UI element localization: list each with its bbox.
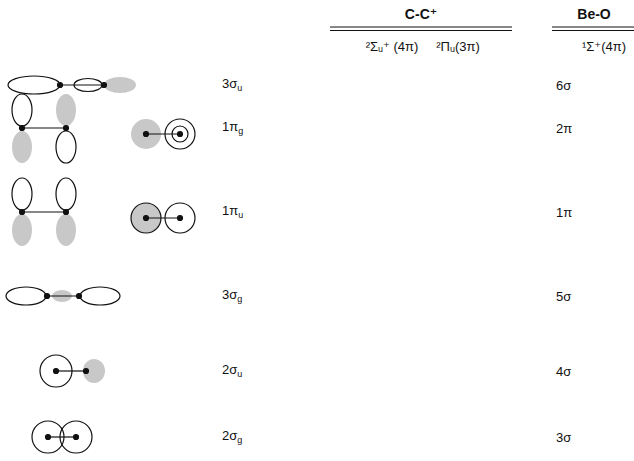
orbital-label: 2σu xyxy=(222,363,242,379)
orbital-name: 1π xyxy=(222,119,238,134)
header-rules xyxy=(330,27,634,31)
orbital-sketch xyxy=(6,287,120,305)
orbital-name: 3σ xyxy=(222,76,237,91)
orbital-label: 4σ xyxy=(556,365,571,378)
orbital-label: 3σu xyxy=(222,77,242,93)
orbital-label: 3σg xyxy=(222,288,242,304)
symmetry-subscript: g xyxy=(237,294,242,304)
molecule-heading: C-C⁺ xyxy=(405,7,437,21)
orbital-label: 5σ xyxy=(556,290,571,303)
symmetry-subscript: u xyxy=(237,369,242,379)
orbital-sketch xyxy=(8,76,136,94)
orbital-name: 2σ xyxy=(222,362,237,377)
orbital-name: 2σ xyxy=(222,428,237,443)
state-label: ¹Σ⁺(4π) xyxy=(582,40,626,53)
symmetry-subscript: u xyxy=(238,210,243,220)
orbital-sketch xyxy=(12,178,195,246)
orbital-label: 1π xyxy=(556,206,572,219)
orbital-label: 1πg xyxy=(222,120,243,136)
orbital-sketch xyxy=(40,355,105,387)
molecule-heading: Be-O xyxy=(577,7,610,21)
orbital-label: 6σ xyxy=(556,79,571,92)
symmetry-subscript: g xyxy=(238,126,243,136)
orbital-label: 2π xyxy=(556,122,572,135)
orbital-name: 3σ xyxy=(222,287,237,302)
orbital-sketch xyxy=(32,421,92,453)
orbital-label: 1πu xyxy=(222,204,243,220)
state-label: ²Πᵤ(3π) xyxy=(436,40,480,53)
orbital-name: 1π xyxy=(222,203,238,218)
symmetry-subscript: g xyxy=(237,435,242,445)
state-label: ²Σᵤ⁺ (4π) xyxy=(366,40,419,53)
symmetry-subscript: u xyxy=(237,83,242,93)
orbital-sketch xyxy=(12,94,195,163)
orbital-label: 3σ xyxy=(556,431,571,444)
orbital-label: 2σg xyxy=(222,429,242,445)
